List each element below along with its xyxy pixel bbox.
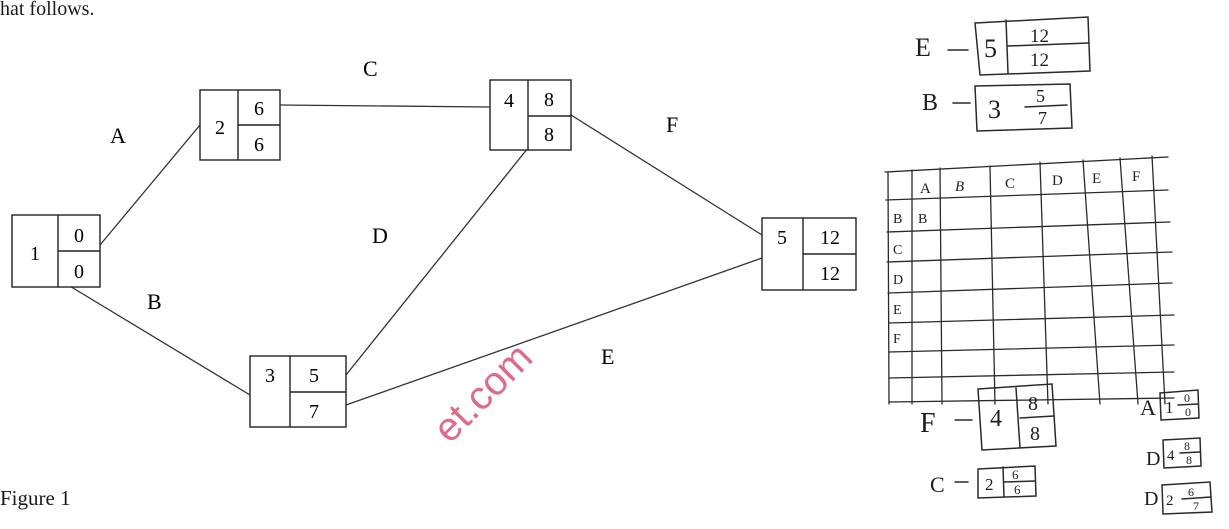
- node-2-bottom: 6: [254, 134, 264, 156]
- edge-c: [279, 104, 491, 108]
- hw-e-vline: [1005, 19, 1009, 74]
- activity-label-f: F: [666, 112, 678, 137]
- hw-d1-letter: D: [1146, 448, 1160, 470]
- hw-grid-head-b: B: [955, 179, 964, 195]
- hw-grid-head-a: A: [920, 181, 931, 197]
- hw-e-hline: [1007, 42, 1090, 47]
- activity-label-b: B: [147, 289, 162, 314]
- node-5-id: 5: [777, 227, 787, 249]
- node-5-bottom: 12: [820, 263, 840, 285]
- hw-grid-head-f: F: [1132, 169, 1140, 185]
- node-5-top: 12: [820, 227, 840, 249]
- hw-grid-row-c: C: [893, 243, 902, 258]
- node-3: [249, 355, 347, 428]
- node-5: [761, 217, 857, 291]
- hw-e-bottom: 12: [1030, 50, 1049, 71]
- hw-grid-row-e: E: [893, 303, 902, 318]
- hw-d1-id: 4: [1167, 448, 1175, 464]
- activity-label-c: C: [363, 56, 378, 81]
- edge-a: [99, 124, 201, 246]
- node-3-top: 5: [309, 365, 319, 387]
- hw-f-hline: [1019, 415, 1055, 419]
- hw-grid-head-c: C: [1005, 176, 1015, 192]
- hw-grid-row-d: D: [893, 273, 903, 288]
- hw-grid-row-b: B: [893, 212, 902, 227]
- node-4-id: 4: [504, 90, 514, 112]
- hw-c-top: 6: [1012, 467, 1019, 482]
- node-1-bottom: 0: [74, 261, 84, 283]
- node-1-top: 0: [74, 225, 84, 247]
- hw-c-letter: C: [930, 472, 945, 497]
- hw-a-bottom: 0: [1185, 405, 1191, 419]
- figure-caption: Figure 1: [0, 486, 71, 510]
- node-4: [489, 79, 572, 151]
- node-2: [199, 89, 281, 161]
- hw-f-vline: [1015, 387, 1021, 449]
- hw-grid-row-b-cell: B: [918, 212, 927, 227]
- hw-d2-hline: [1181, 496, 1212, 500]
- hw-f-letter: F: [920, 408, 936, 439]
- hw-e-id: 5: [984, 34, 997, 63]
- edge-d: [345, 147, 529, 376]
- edge-b: [67, 284, 251, 396]
- hw-d1-bottom: 8: [1186, 453, 1192, 467]
- hw-f-box: [977, 383, 1057, 451]
- hw-d2-id: 2: [1166, 493, 1174, 509]
- activity-label-d: D: [372, 223, 388, 248]
- hw-a-hline: [1177, 403, 1199, 406]
- node-2-id: 2: [215, 117, 225, 139]
- hw-f-id: 4: [990, 406, 1002, 432]
- node-3-bottom: 7: [309, 401, 319, 423]
- hw-d1-box: [1162, 437, 1202, 469]
- hw-b-bottom: 7: [1038, 108, 1047, 128]
- hw-b-top: 5: [1036, 86, 1045, 106]
- hw-grid: [884, 155, 1175, 405]
- hw-a-letter: A: [1140, 395, 1156, 420]
- activity-label-e: E: [601, 344, 614, 369]
- node-1-id: 1: [30, 243, 40, 265]
- edge-f: [570, 114, 763, 236]
- hw-d2-bottom: 7: [1193, 499, 1199, 513]
- hw-d2-top: 6: [1188, 485, 1194, 499]
- hw-f-bottom: 8: [1030, 423, 1040, 445]
- intro-text: hat follows.: [0, 0, 95, 20]
- node-4-top: 8: [544, 89, 554, 111]
- hw-b-box: [974, 83, 1073, 132]
- node-1: [11, 214, 101, 288]
- node-2-top: 6: [254, 98, 264, 120]
- node-4-bottom: 8: [544, 124, 554, 146]
- hw-a-box: [1159, 389, 1200, 421]
- hw-b-id: 3: [988, 95, 1001, 124]
- hw-b-letter: B: [922, 90, 938, 116]
- hw-c-hline: [1003, 480, 1036, 483]
- hw-d1-hline: [1179, 451, 1201, 454]
- hw-d1-top: 8: [1184, 439, 1190, 453]
- hw-grid-head-d: D: [1052, 173, 1063, 189]
- activity-label-a: A: [110, 123, 126, 148]
- node-3-id: 3: [265, 365, 275, 387]
- hw-c-bottom: 6: [1014, 482, 1021, 497]
- hw-d2-box: [1161, 481, 1213, 515]
- hw-a-top: 0: [1184, 391, 1190, 405]
- hw-a-id: 1: [1165, 398, 1174, 417]
- hw-e-letter: E: [915, 33, 931, 62]
- hw-e-box: [974, 16, 1091, 76]
- hw-f-top: 8: [1028, 393, 1038, 415]
- hw-b-hline: [1024, 104, 1068, 108]
- hw-c-id: 2: [985, 475, 994, 494]
- hw-grid-row-f: F: [893, 332, 901, 347]
- hw-c-box: [977, 465, 1037, 499]
- hw-d2-letter: D: [1144, 488, 1158, 510]
- hw-e-top: 12: [1030, 26, 1049, 47]
- hw-grid-head-e: E: [1092, 171, 1101, 187]
- edge-e: [345, 257, 763, 406]
